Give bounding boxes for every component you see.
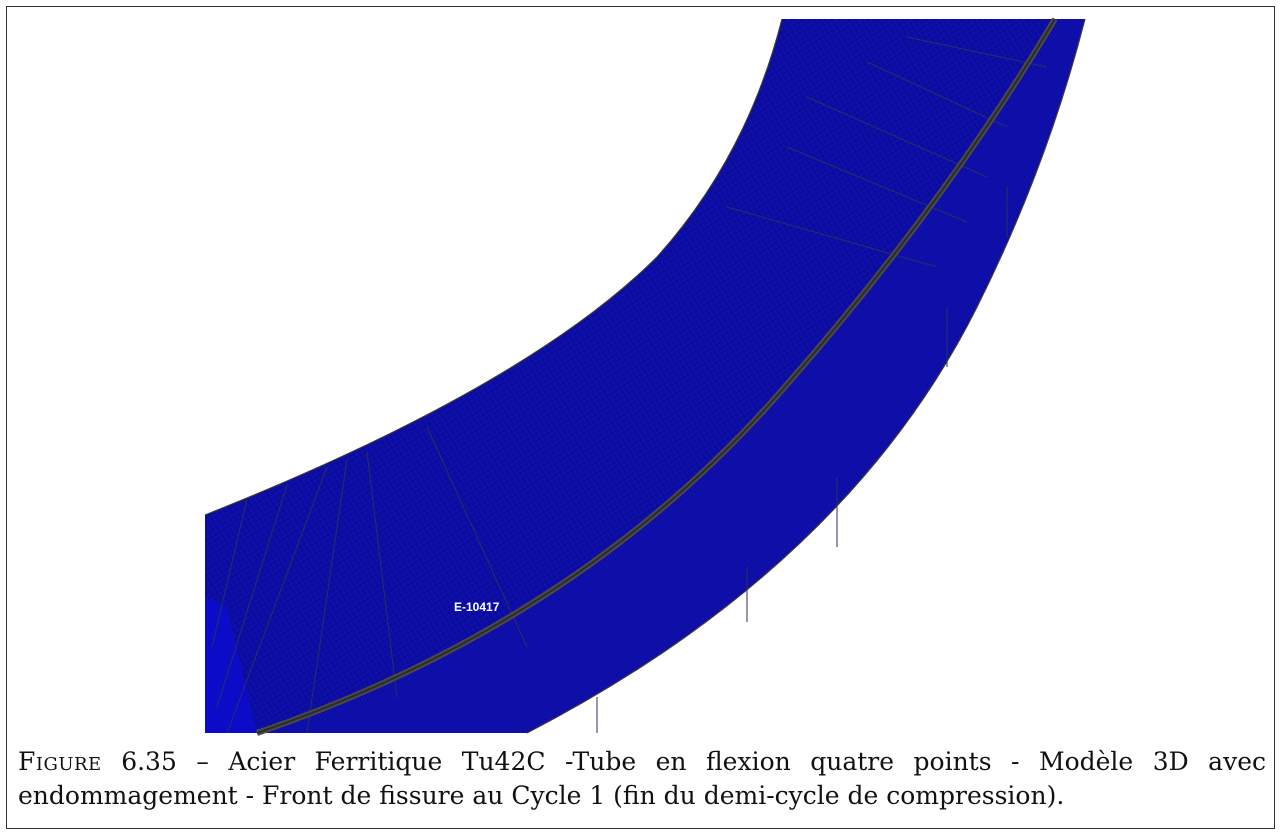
radial-mesh-line bbox=[211, 498, 248, 648]
fe-mesh-render: E-10417 bbox=[7, 7, 1276, 737]
radial-mesh-line bbox=[806, 96, 988, 178]
radial-mesh-line bbox=[866, 61, 1008, 128]
mesh-svg: E-10417 bbox=[204, 17, 1086, 736]
radial-mesh-lines bbox=[211, 36, 1048, 734]
figure-caption: Figure 6.35 – Acier Ferritique Tu42C -Tu… bbox=[18, 745, 1266, 813]
caption-text: Acier Ferritique Tu42C -Tube en flexion … bbox=[18, 747, 1266, 810]
radial-mesh-line bbox=[906, 36, 1048, 68]
figure-label: Figure bbox=[18, 747, 102, 776]
tube-cut-face bbox=[205, 597, 257, 733]
radial-mesh-line bbox=[226, 466, 328, 734]
figure-number: 6.35 bbox=[121, 747, 177, 776]
radial-mesh-line bbox=[216, 484, 288, 708]
tube-top-face bbox=[205, 19, 1055, 733]
figure-frame: E-10417 Figure 6.35 – Acier Ferritique T… bbox=[6, 6, 1275, 829]
caption-separator: – bbox=[196, 747, 209, 776]
radial-mesh-line bbox=[426, 426, 528, 648]
tube-outline bbox=[204, 18, 1086, 734]
arc-mesh-lines bbox=[596, 187, 1008, 733]
crack-front-line bbox=[256, 18, 1056, 734]
radial-mesh-line bbox=[726, 206, 938, 268]
element-id-label: E-10417 bbox=[454, 600, 500, 614]
radial-mesh-line bbox=[366, 451, 398, 698]
radial-mesh-line bbox=[306, 458, 348, 734]
tube-side-wall bbox=[257, 19, 1085, 733]
radial-mesh-line bbox=[786, 146, 968, 223]
